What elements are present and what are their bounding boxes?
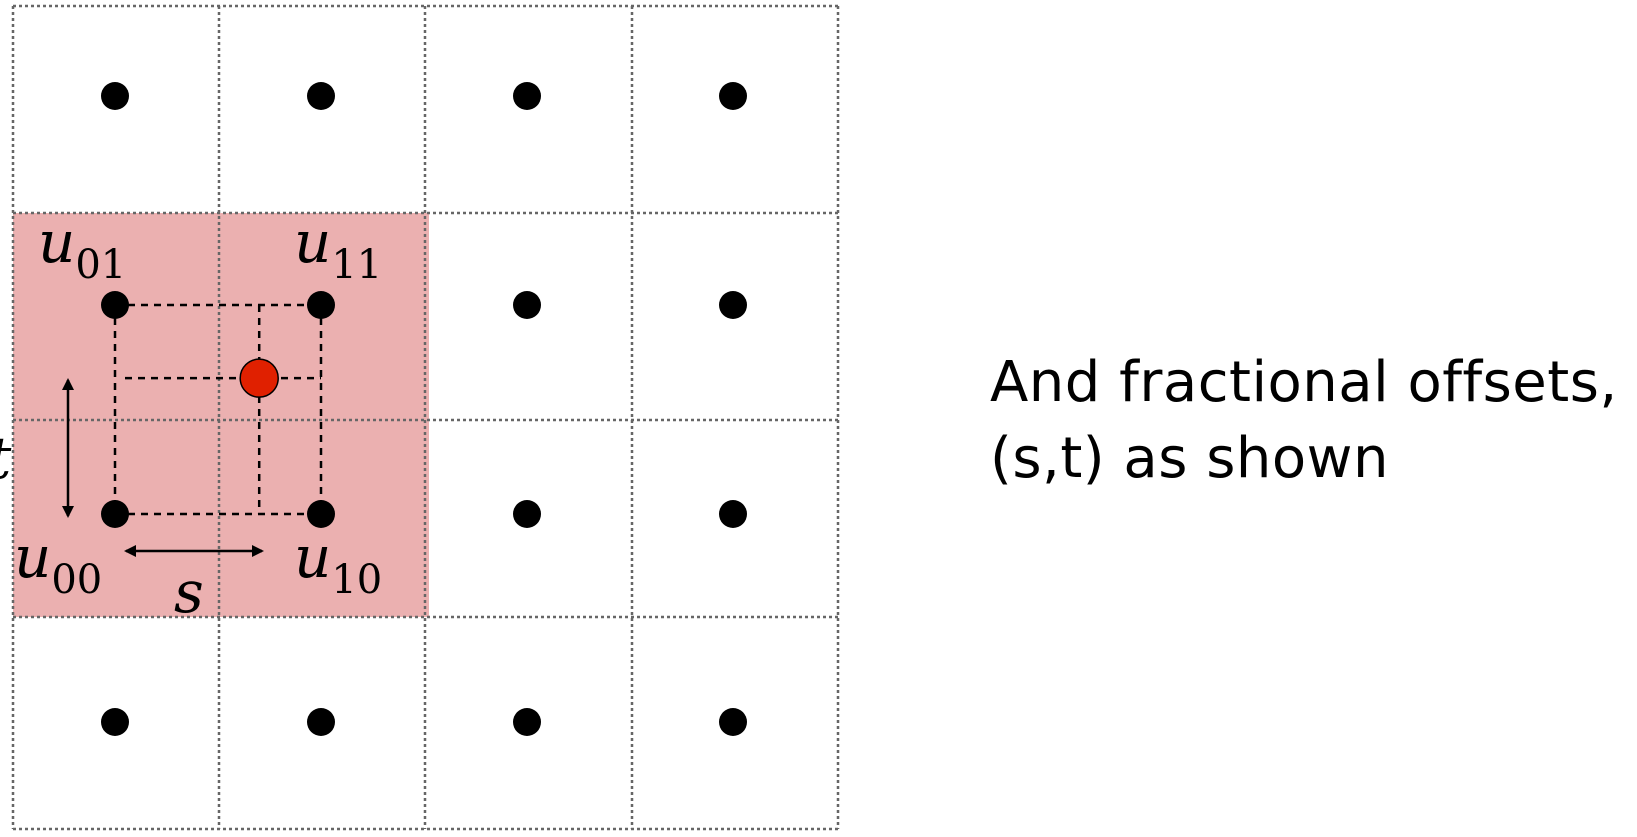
texel-dot-r2-c1 <box>307 500 335 528</box>
texel-dot-r0-c1 <box>307 82 335 110</box>
texel-dot-r1-c2 <box>513 291 541 319</box>
label-u10: u10 <box>294 523 382 603</box>
texel-dot-r0-c3 <box>719 82 747 110</box>
label-u01: u01 <box>38 208 126 288</box>
texel-dot-r2-c2 <box>513 500 541 528</box>
texel-centers <box>101 82 747 736</box>
texel-dot-r2-c0 <box>101 500 129 528</box>
caption-line-1: And fractional offsets, <box>990 350 1618 415</box>
texel-dot-r0-c0 <box>101 82 129 110</box>
bilinear-interpolation-diagram: u01 u11 u00 u10 s t <box>0 4 840 831</box>
label-t: t <box>0 424 12 492</box>
texel-dot-r0-c2 <box>513 82 541 110</box>
texel-dot-r3-c3 <box>719 708 747 736</box>
texel-dot-r2-c3 <box>719 500 747 528</box>
interpolation-guide-lines <box>113 303 323 516</box>
caption-line-2: (s,t) as shown <box>990 426 1389 491</box>
texel-dot-r3-c1 <box>307 708 335 736</box>
label-s: s <box>174 558 204 626</box>
label-u11: u11 <box>294 208 382 288</box>
texel-dot-r3-c0 <box>101 708 129 736</box>
texel-dot-r3-c2 <box>513 708 541 736</box>
texel-grid <box>11 4 840 831</box>
sample-point <box>239 358 279 398</box>
texel-dot-r1-c0 <box>101 291 129 319</box>
label-u00: u00 <box>14 523 102 603</box>
texel-dot-r1-c3 <box>719 291 747 319</box>
caption: And fractional offsets, (s,t) as shown <box>990 345 1630 497</box>
texel-dot-r1-c1 <box>307 291 335 319</box>
